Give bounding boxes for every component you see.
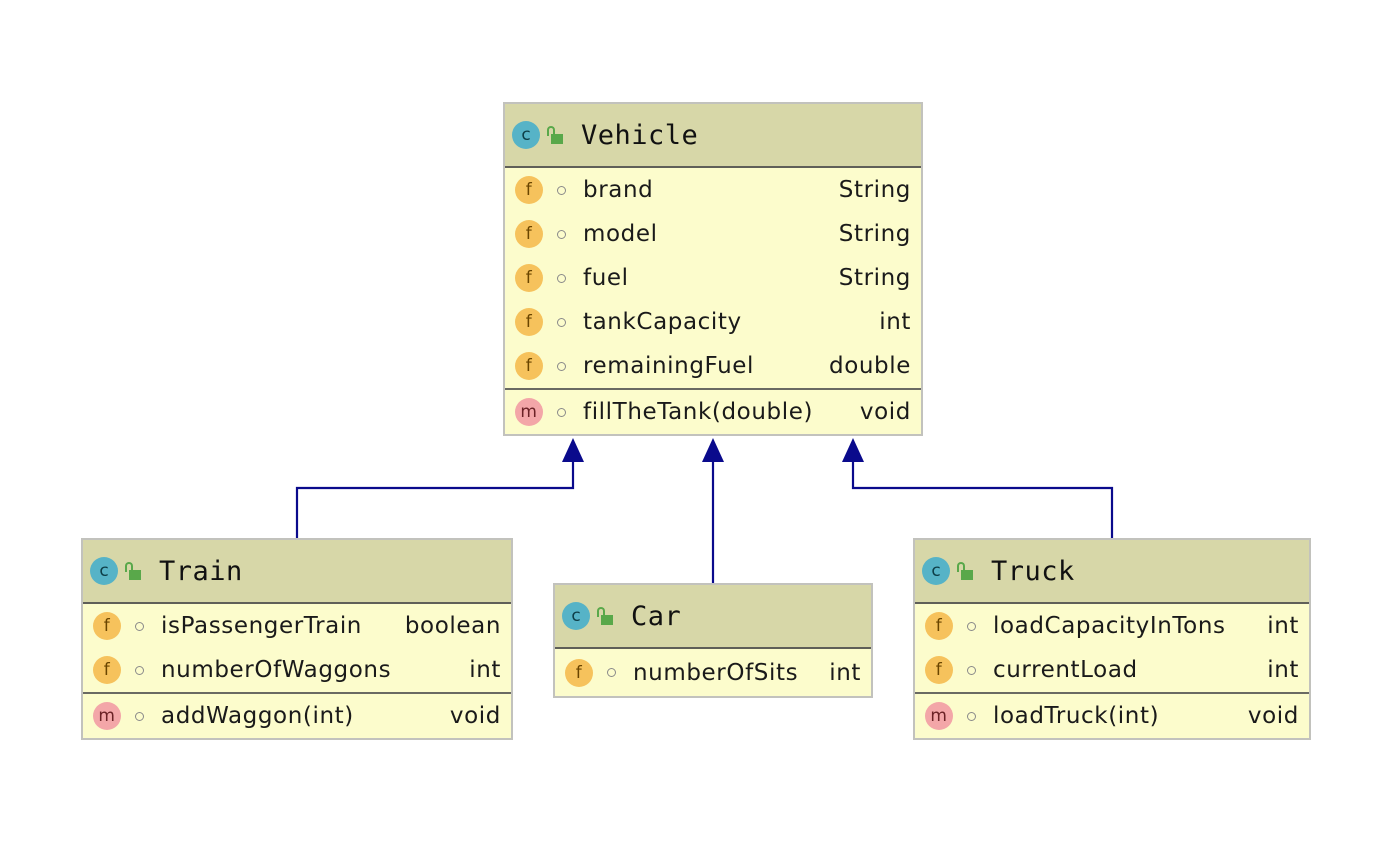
package-visibility-dot-icon [557, 273, 566, 283]
fields-section: f isPassengerTrain boolean f numberOfWag… [83, 604, 511, 692]
field-row[interactable]: f isPassengerTrain boolean [83, 604, 511, 648]
unlocked-public-icon [597, 607, 613, 625]
class-train[interactable]: c Train f isPassengerTrain boolean f num… [81, 538, 513, 740]
field-name: brand [583, 177, 654, 203]
package-visibility-dot-icon [967, 665, 976, 675]
inheritance-arrowhead-icon [702, 438, 724, 462]
class-title: Car [631, 600, 682, 632]
field-f-icon: f [515, 352, 543, 380]
package-visibility-dot-icon [967, 711, 976, 721]
class-car[interactable]: c Car f numberOfSits int [553, 583, 873, 698]
field-row[interactable]: f model String [505, 212, 921, 256]
field-row[interactable]: f loadCapacityInTons int [915, 604, 1309, 648]
method-name: fillTheTank(double) [583, 399, 814, 425]
methods-section: m fillTheTank(double) void [505, 388, 921, 434]
field-type: String [838, 221, 911, 247]
class-c-icon: c [562, 602, 590, 630]
unlocked-public-icon [125, 562, 141, 580]
field-row[interactable]: f brand String [505, 168, 921, 212]
class-header: c Car [555, 585, 871, 649]
package-visibility-dot-icon [135, 621, 144, 631]
field-name: loadCapacityInTons [993, 613, 1226, 639]
method-row[interactable]: m fillTheTank(double) void [505, 390, 921, 434]
method-return-type: void [449, 703, 501, 729]
field-f-icon: f [93, 656, 121, 684]
inheritance-edge-truck [851, 462, 1114, 538]
package-visibility-dot-icon [967, 621, 976, 631]
fields-section: f brand String f model String f fuel Str… [505, 168, 921, 388]
field-type: String [838, 265, 911, 291]
field-type: int [469, 657, 501, 683]
field-type: double [829, 353, 911, 379]
method-return-type: void [859, 399, 911, 425]
inheritance-arrowhead-icon [842, 438, 864, 462]
field-name: numberOfSits [633, 659, 799, 686]
package-visibility-dot-icon [135, 665, 144, 675]
package-visibility-dot-icon [557, 229, 566, 239]
class-c-icon: c [922, 557, 950, 585]
package-visibility-dot-icon [135, 711, 144, 721]
field-f-icon: f [925, 656, 953, 684]
class-c-icon: c [90, 557, 118, 585]
methods-section: m loadTruck(int) void [915, 692, 1309, 738]
unlocked-public-icon [547, 126, 563, 144]
method-name: loadTruck(int) [993, 703, 1160, 729]
fields-section: f numberOfSits int [555, 649, 871, 696]
field-row[interactable]: f numberOfWaggons int [83, 648, 511, 692]
field-type: int [879, 309, 911, 335]
method-m-icon: m [93, 702, 121, 730]
field-row[interactable]: f remainingFuel double [505, 344, 921, 388]
method-row[interactable]: m addWaggon(int) void [83, 694, 511, 738]
field-name: remainingFuel [583, 353, 755, 379]
field-f-icon: f [515, 264, 543, 292]
inheritance-edge-train [295, 462, 575, 538]
field-f-icon: f [515, 220, 543, 248]
methods-section: m addWaggon(int) void [83, 692, 511, 738]
field-row[interactable]: f tankCapacity int [505, 300, 921, 344]
field-name: numberOfWaggons [161, 657, 392, 683]
field-type: boolean [404, 613, 501, 639]
method-name: addWaggon(int) [161, 703, 354, 729]
method-return-type: void [1247, 703, 1299, 729]
inheritance-arrowhead-icon [562, 438, 584, 462]
class-truck[interactable]: c Truck f loadCapacityInTons int f curre… [913, 538, 1311, 740]
class-title: Train [159, 555, 243, 587]
class-vehicle[interactable]: c Vehicle f brand String f model String … [503, 102, 923, 436]
class-title: Truck [991, 555, 1075, 587]
package-visibility-dot-icon [607, 668, 616, 677]
class-header: c Vehicle [505, 104, 921, 168]
field-type: String [838, 177, 911, 203]
field-f-icon: f [93, 612, 121, 640]
field-type: int [1267, 613, 1299, 639]
field-name: fuel [583, 265, 629, 291]
field-f-icon: f [515, 308, 543, 336]
method-row[interactable]: m loadTruck(int) void [915, 694, 1309, 738]
field-f-icon: f [565, 658, 593, 687]
field-f-icon: f [925, 612, 953, 640]
field-f-icon: f [515, 176, 543, 204]
class-header: c Train [83, 540, 511, 604]
package-visibility-dot-icon [557, 407, 566, 417]
unlocked-public-icon [957, 562, 973, 580]
field-name: isPassengerTrain [161, 613, 362, 639]
class-header: c Truck [915, 540, 1309, 604]
field-row[interactable]: f currentLoad int [915, 648, 1309, 692]
class-c-icon: c [512, 121, 540, 149]
class-title: Vehicle [581, 119, 699, 151]
field-row[interactable]: f numberOfSits int [555, 649, 871, 696]
method-m-icon: m [515, 398, 543, 426]
field-row[interactable]: f fuel String [505, 256, 921, 300]
field-name: currentLoad [993, 657, 1138, 683]
field-name: model [583, 221, 658, 247]
package-visibility-dot-icon [557, 185, 566, 195]
package-visibility-dot-icon [557, 317, 566, 327]
field-type: int [1267, 657, 1299, 683]
method-m-icon: m [925, 702, 953, 730]
package-visibility-dot-icon [557, 361, 566, 371]
field-type: int [829, 659, 861, 686]
fields-section: f loadCapacityInTons int f currentLoad i… [915, 604, 1309, 692]
field-name: tankCapacity [583, 309, 742, 335]
